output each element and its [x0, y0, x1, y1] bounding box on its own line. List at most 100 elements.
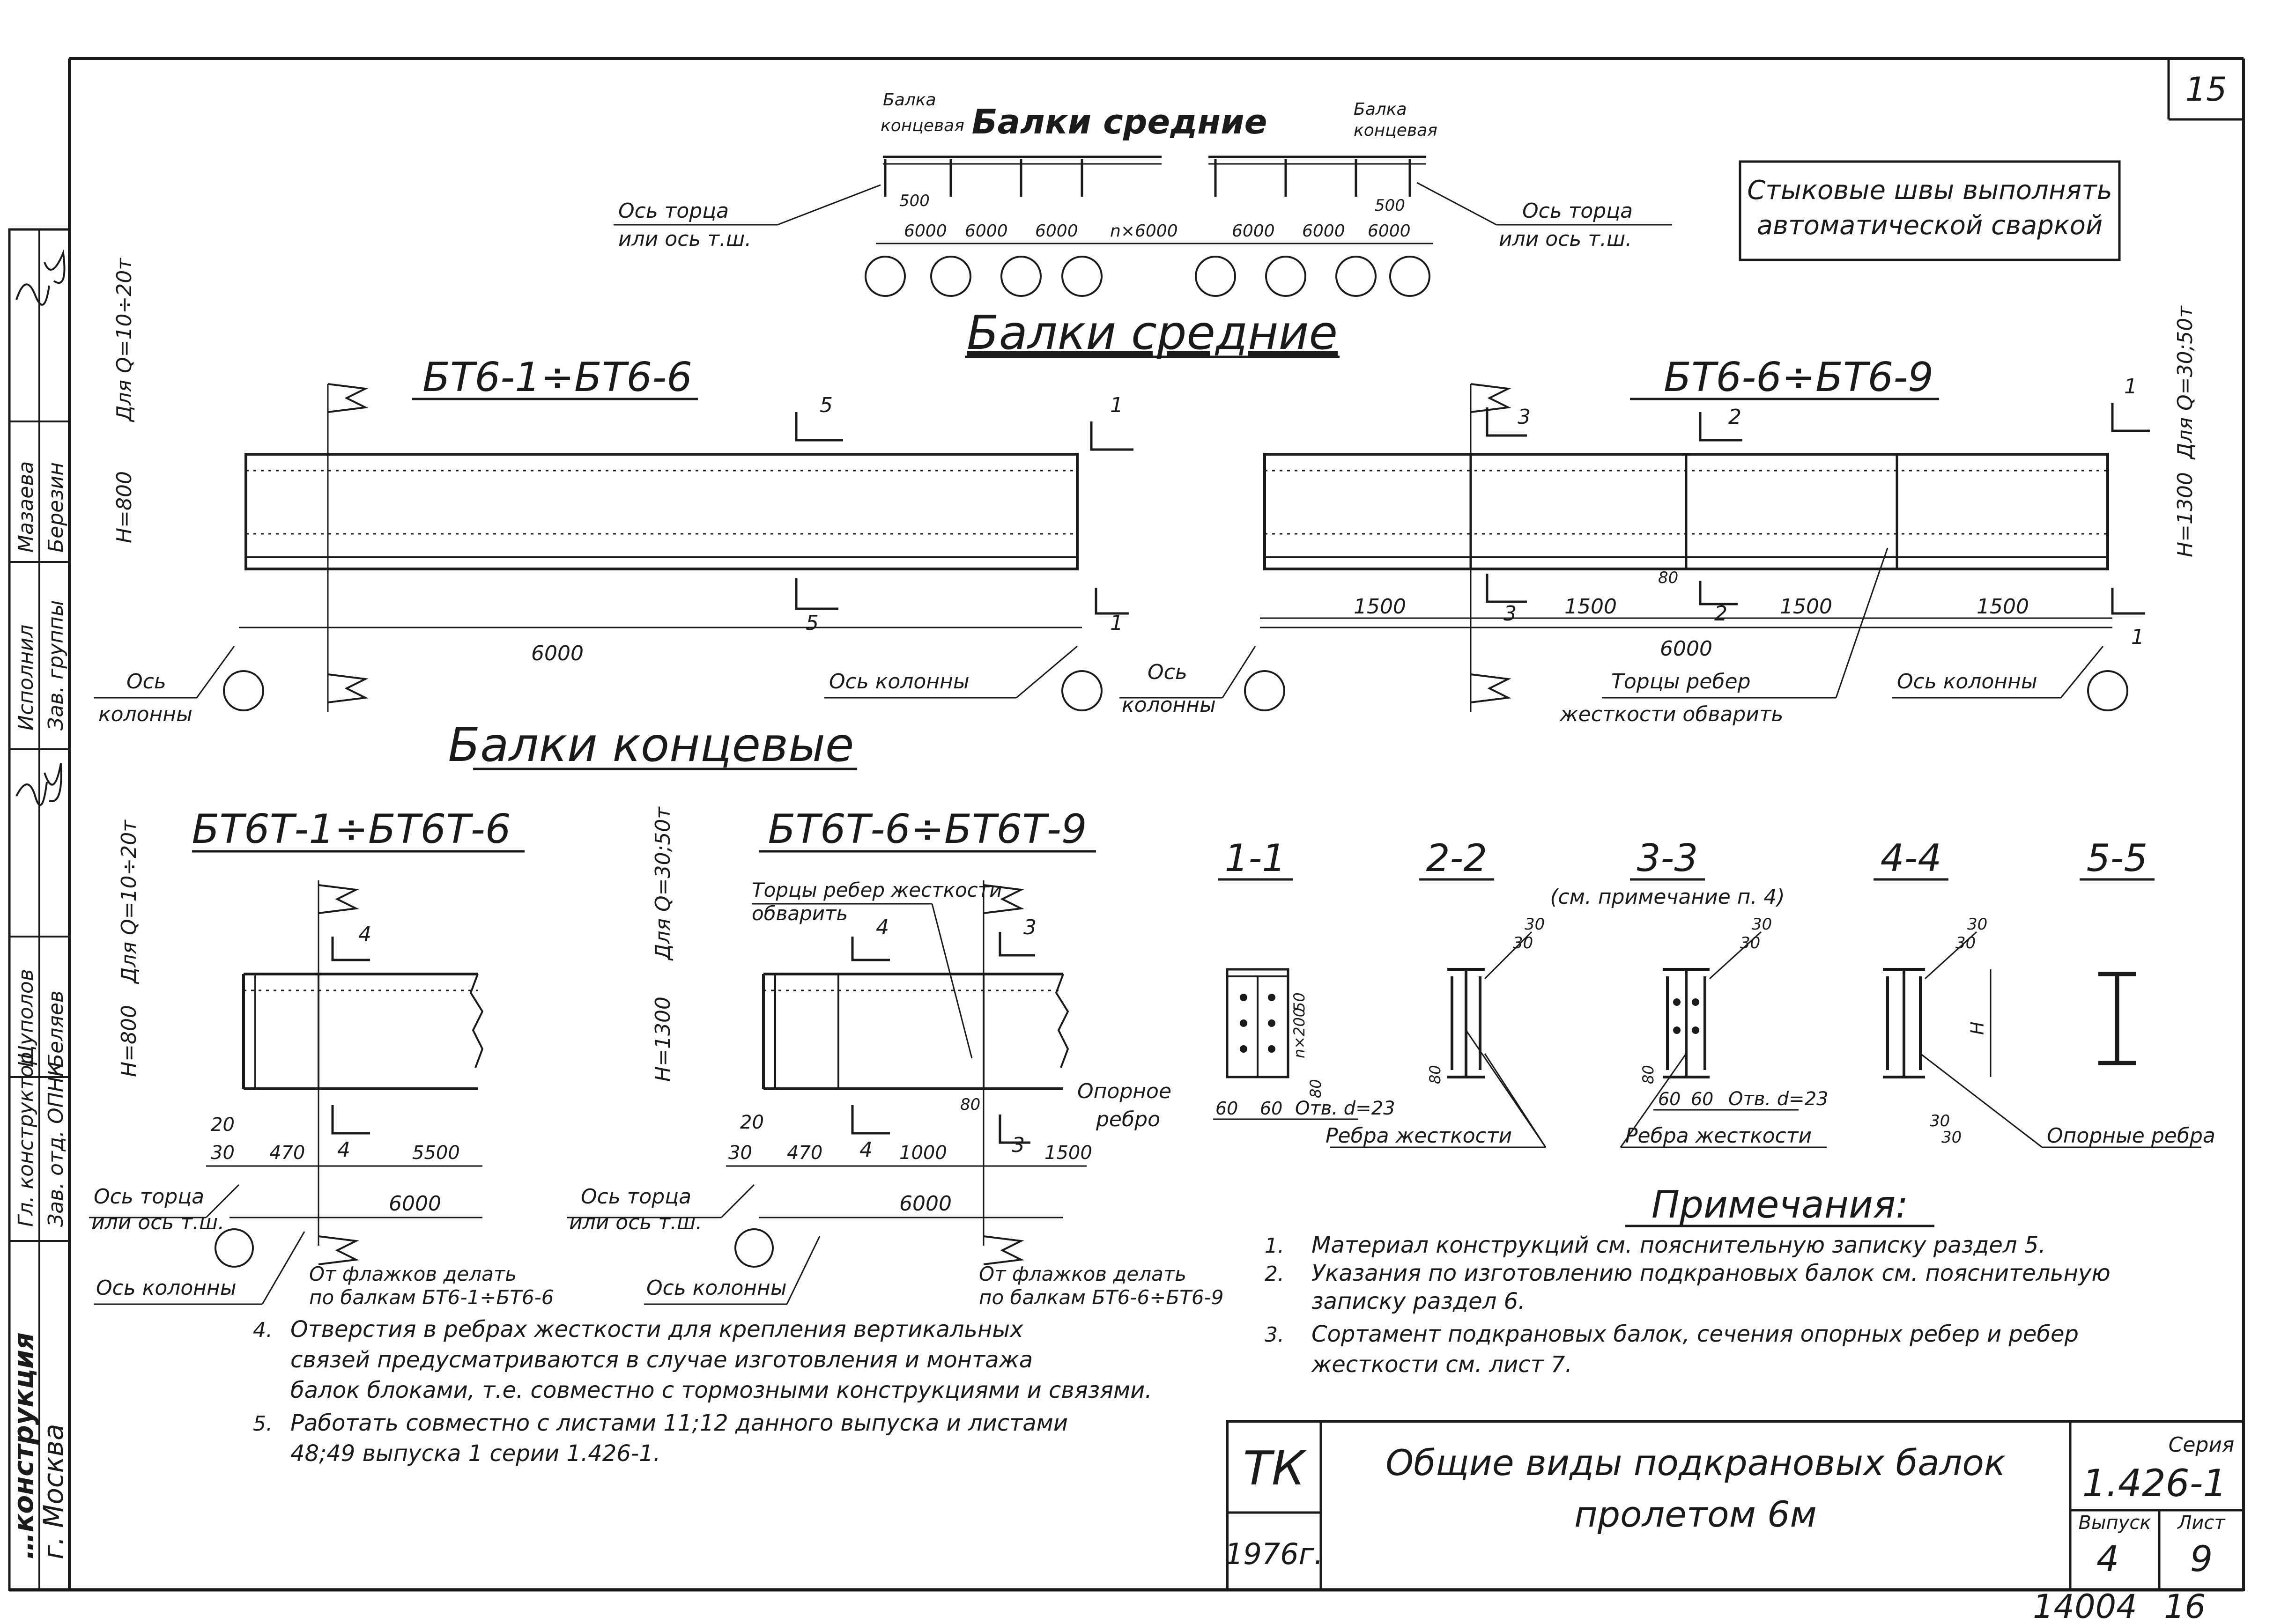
end-left-flag-note-2: по балкам БТ6-1÷БТ6-6	[309, 1286, 554, 1309]
section-title-4-4: 4-4	[1881, 836, 1942, 880]
middle-right-col-axis-right: Ось колонны	[1897, 670, 2037, 694]
dim-6000-l2: 6000	[965, 221, 1008, 241]
dim-500-right: 500	[1375, 196, 1405, 215]
s4-weld-3: 30	[1930, 1112, 1950, 1130]
middle-beams-heading: Балки средние	[967, 305, 1338, 360]
middle-right-col-axis-2: колонны	[1122, 693, 1216, 717]
section-title-1-1: 1-1	[1225, 836, 1286, 880]
stiffener-note-1: Торцы ребер	[1611, 670, 1751, 694]
org-code: ТК	[1243, 1441, 1307, 1496]
drawing-title-2: пролетом 6м	[1574, 1493, 1817, 1535]
axis-label-left-2: или ось т.ш.	[618, 227, 751, 251]
flag-symbol-end-left-bottom	[318, 1235, 359, 1265]
sect-mark-1-bottom: 1	[1110, 611, 1123, 635]
middle-left-mark: БТ6-1÷БТ6-6	[422, 354, 692, 401]
note-3-line-1: Сортамент подкрановых балок, сечения опо…	[1311, 1321, 2079, 1347]
middle-left-length: 6000	[531, 642, 584, 665]
sect-mark-1-top-right: 1	[2124, 375, 2137, 399]
note-4-num: 4.	[253, 1318, 273, 1342]
end-left-sect-bottom: 4	[337, 1138, 350, 1162]
middle-right-mark: БТ6-6÷БТ6-9	[1664, 354, 1933, 401]
notes: Примечания: 1. Материал конструкций см. …	[253, 1183, 2111, 1467]
section-1-1: 50 n×200 60 60 Отв. d=23 80	[1213, 968, 1395, 1120]
end-right-sect-3-top: 3	[1023, 915, 1037, 939]
section-title-5-5: 5-5	[2087, 836, 2148, 880]
flag-symbol-end-right-bottom	[983, 1235, 1024, 1265]
end-left-dim-30: 30	[211, 1142, 235, 1164]
middle-right-dim-80: 80	[1658, 568, 1678, 587]
role-chief-designer: Гл. конструктор	[14, 1052, 38, 1227]
dim-6000-r2: 6000	[1302, 221, 1345, 241]
end-left-mark: БТ6Т-1÷БТ6Т-6	[192, 806, 511, 853]
end-right-dim-20: 20	[740, 1112, 764, 1133]
note-1-line-1: Материал конструкций см. пояснительную з…	[1311, 1232, 2046, 1258]
s3-hole: Отв. d=23	[1728, 1088, 1829, 1110]
note-5-num: 5.	[253, 1412, 273, 1436]
org-name: …конструкция	[7, 1332, 39, 1559]
end-right-dim-80: 80	[960, 1095, 980, 1114]
sect-mark-1-bottom-right: 1	[2131, 625, 2144, 649]
middle-left-col-axis-1: Ось	[126, 670, 166, 694]
page-number: 15	[2185, 70, 2227, 109]
panel-3: 1500	[1780, 595, 1832, 619]
end-beam-label-left-2: концевая	[881, 116, 964, 135]
support-rib-2: ребро	[1096, 1107, 1160, 1131]
note-1-num: 1.	[1265, 1234, 1284, 1258]
end-left-flag-note-1: От флажков делать	[309, 1262, 517, 1285]
note-box: Стыковые швы выполнять автоматической св…	[1739, 160, 2121, 261]
s4-weld-1: 30	[1967, 915, 1987, 934]
end-beam-label-left-1: Балка	[883, 90, 936, 110]
end-left-dim-470: 470	[269, 1142, 305, 1164]
notes-title: Примечания:	[1652, 1183, 1908, 1226]
sect-mark-5-bottom: 5	[806, 611, 819, 635]
name-2: Беляев	[44, 990, 68, 1068]
flag-symbol-bottom	[327, 673, 369, 703]
sheet-label: Лист	[2177, 1512, 2226, 1534]
middle-beam-left: БТ6-1÷БТ6-6 Для Q=10÷20т Н=800 5 1 5 1 6…	[94, 258, 1133, 726]
axis-label-left-1: Ось торца	[618, 199, 729, 223]
top-schema: Балки средние Балка концевая Балка конце…	[614, 90, 1672, 297]
panel-4: 1500	[1977, 595, 2029, 619]
end-right-flag-note-2: по балкам БТ6-6÷БТ6-9	[979, 1286, 1223, 1309]
role-group-head: Зав. группы	[44, 600, 68, 731]
flag-symbol-top	[327, 383, 369, 413]
note-2-num: 2.	[1265, 1262, 1284, 1286]
issue-value: 4	[2096, 1538, 2119, 1580]
s3-weld-1: 30	[1752, 915, 1772, 934]
s3-dim-60b: 60	[1691, 1089, 1713, 1109]
middle-left-col-axis-2: колонны	[98, 702, 193, 726]
sect-mark-1-top: 1	[1110, 393, 1123, 417]
note-5-line-1: Работать совместно с листами 11;12 данно…	[290, 1410, 1068, 1436]
end-right-dim-30: 30	[728, 1142, 752, 1164]
end-right-dim-1500: 1500	[1044, 1142, 1092, 1164]
signature-1	[15, 249, 66, 306]
end-right-flag-note-1: От флажков делать	[979, 1262, 1186, 1285]
dim-6000-l1: 6000	[904, 221, 947, 241]
section-3-3-note: (см. примечание п. 4)	[1550, 885, 1785, 909]
end-beam-left: БТ6Т-1÷БТ6Т-6 Для Q=10÷20т Н=800 4 4 20 …	[89, 806, 554, 1309]
end-right-axis-2: или ось т.ш.	[569, 1211, 702, 1234]
section-title-2-2: 2-2	[1426, 836, 1488, 880]
series-label: Серия	[2169, 1433, 2235, 1457]
flag-symbol-bottom-right	[1470, 673, 1511, 703]
s1-dim-80: 80	[1307, 1079, 1325, 1098]
bottom-number-1: 14004	[2033, 1587, 2137, 1624]
bottom-number-2: 16	[2164, 1587, 2206, 1624]
series-value: 1.426-1	[2082, 1462, 2227, 1505]
s2-weld-1: 30	[1525, 915, 1545, 934]
end-left-length: 6000	[389, 1192, 441, 1216]
left-stamp-strip: Гл. конструктор Зав. отд. ОПНК Исполнил …	[7, 228, 71, 1591]
title-block: ТК 1976г. Общие виды подкрановых балок п…	[1225, 1420, 2245, 1591]
end-right-sect-4-bottom: 4	[859, 1138, 873, 1162]
s3-dim-60a: 60	[1658, 1089, 1681, 1109]
note-box-line-2: автоматической сваркой	[1757, 210, 2103, 241]
end-left-sect-top: 4	[358, 923, 371, 946]
section-5-5	[2098, 972, 2136, 1065]
end-right-axis-1: Ось торца	[581, 1185, 691, 1209]
dim-6000-r1: 6000	[1232, 221, 1275, 241]
flag-symbol-end-right-top	[983, 884, 1024, 914]
end-left-dim-5500: 5500	[412, 1142, 460, 1164]
name-4: Березин	[44, 462, 68, 553]
end-right-col-axis: Ось колонны	[646, 1276, 787, 1300]
end-beams-heading: Балки концевые	[448, 717, 854, 772]
